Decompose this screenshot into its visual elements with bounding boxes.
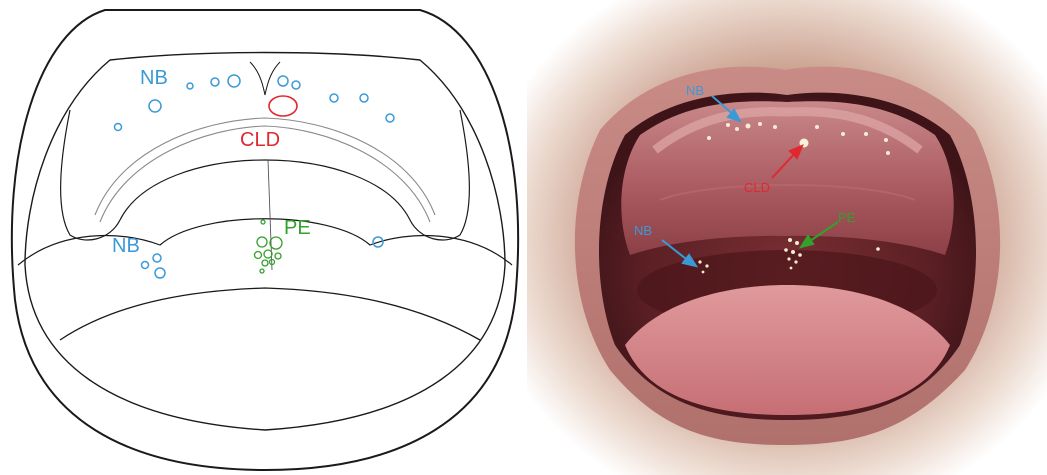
label-pe-right: PE	[838, 210, 856, 225]
label-nb-lower-right: NB	[634, 223, 652, 238]
label-nb-upper-right: NB	[686, 83, 704, 98]
nb-spot	[115, 124, 122, 131]
nb-dot	[876, 247, 880, 251]
nb-dot	[746, 124, 751, 129]
pe-dot	[795, 241, 799, 245]
nb-spot	[360, 94, 368, 102]
nb-spot	[155, 268, 165, 278]
nb-dot	[707, 136, 711, 140]
label-cld: CLD	[240, 129, 280, 151]
nb-dot	[886, 151, 890, 155]
label-nb-lower: NB	[112, 235, 140, 257]
palate	[621, 101, 953, 255]
nb-dot	[815, 125, 819, 129]
cld-lesion	[269, 96, 297, 116]
pe-spot	[275, 253, 281, 259]
pe-dot	[798, 253, 802, 257]
nb-dot	[884, 138, 888, 142]
label-pe: PE	[284, 217, 311, 239]
nb-spot	[187, 83, 193, 89]
nb-dot	[735, 127, 739, 131]
nb-dot	[705, 264, 708, 267]
nb-dot	[841, 132, 845, 136]
label-nb-upper: NB	[140, 67, 168, 89]
label-cld-right: CLD	[744, 180, 770, 195]
inner-mouth-outline	[25, 53, 505, 431]
upper-lip-notch	[250, 62, 280, 95]
pe-dot	[787, 257, 790, 260]
nb-dot	[726, 123, 730, 127]
pe-spot	[257, 237, 267, 247]
tongue-outline	[60, 288, 480, 340]
nb-dot	[864, 132, 868, 136]
nb-spot	[211, 78, 219, 86]
pe-dot	[790, 267, 793, 270]
nb-dot	[702, 271, 705, 274]
nb-spot	[142, 262, 149, 269]
nb-spot	[386, 114, 394, 122]
palate-arch	[18, 219, 512, 265]
left-diagram: NB CLD NB PE	[12, 10, 518, 470]
pe-spot	[261, 220, 265, 224]
pe-spot	[270, 237, 282, 249]
pe-spot	[262, 260, 268, 266]
pe-dot	[788, 238, 792, 242]
nb-spot	[278, 76, 288, 86]
nb-spot	[228, 75, 240, 87]
nb-spot	[330, 94, 338, 102]
pe-spot	[260, 269, 264, 273]
pe-cluster	[255, 220, 283, 273]
pe-dot	[791, 250, 795, 254]
pe-spot	[255, 252, 262, 259]
pe-dot	[784, 248, 788, 252]
pe-spot	[264, 250, 272, 258]
right-illustration: NB CLD NB PE	[527, 0, 1047, 475]
nb-dot	[698, 260, 701, 263]
nb-spot	[153, 254, 161, 262]
nb-spots-lower	[142, 237, 384, 278]
nb-spot	[149, 100, 161, 112]
nb-dot	[758, 122, 762, 126]
pe-dot	[794, 260, 797, 263]
nb-spot	[292, 81, 300, 89]
nb-dot	[773, 125, 777, 129]
